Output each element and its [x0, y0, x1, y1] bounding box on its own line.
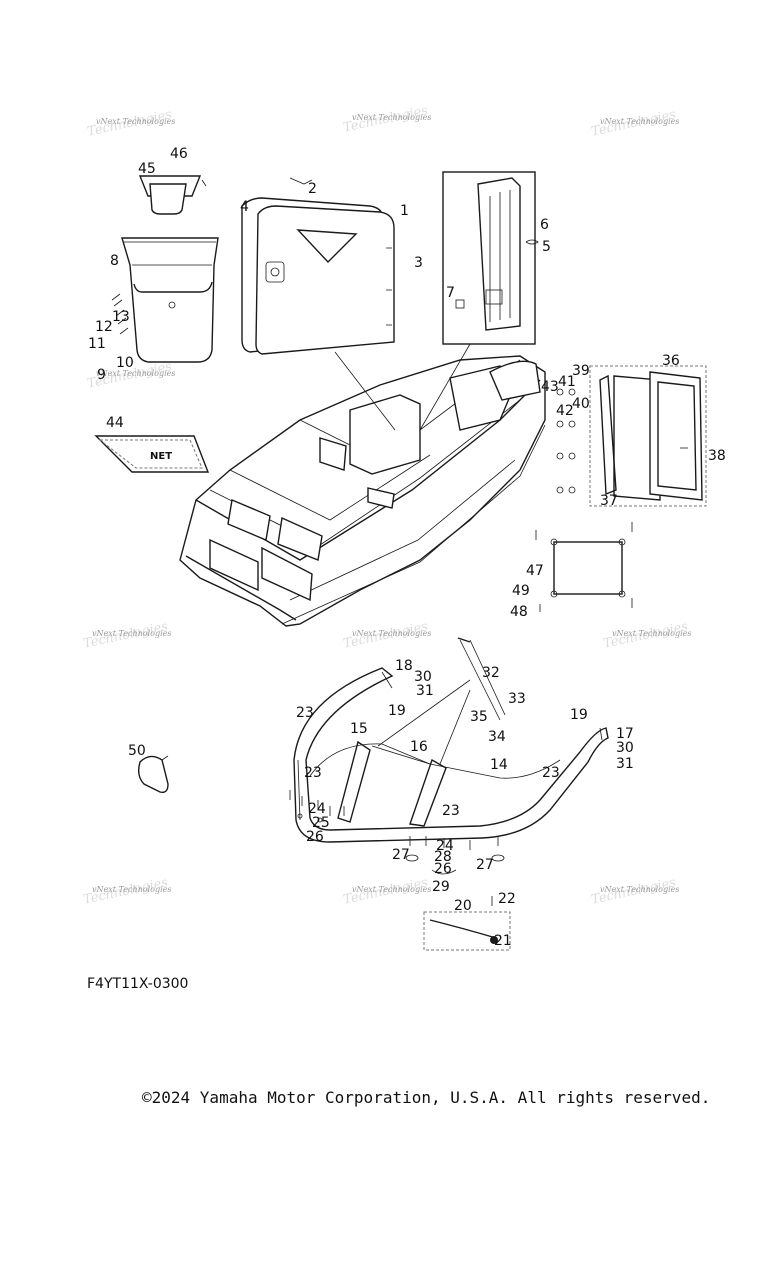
- panel-47: [535, 522, 633, 612]
- callout-46: 46: [170, 146, 188, 162]
- callout-1: 1: [400, 203, 409, 219]
- svg-text:vNext Technologies: vNext Technologies: [352, 629, 431, 638]
- callout-26: 26: [434, 861, 452, 877]
- callout-37: 37: [600, 493, 618, 509]
- callout-12: 12: [95, 319, 113, 335]
- callout-9: 9: [97, 367, 106, 383]
- callout-20: 20: [454, 898, 472, 914]
- callout-23: 23: [296, 705, 314, 721]
- svg-text:vNext Technologies: vNext Technologies: [92, 885, 171, 894]
- callout-31: 31: [416, 683, 434, 699]
- leader-line: [419, 343, 471, 431]
- callout-16: 16: [410, 739, 428, 755]
- callout-13: 13: [112, 309, 130, 325]
- callout-2: 2: [308, 181, 317, 197]
- callout-23: 23: [304, 765, 322, 781]
- callout-44: 44: [106, 415, 124, 431]
- windshield-frame: [293, 637, 609, 843]
- side-door-assembly: [556, 365, 707, 507]
- callout-23: 23: [542, 765, 560, 781]
- fastener-row: [556, 388, 576, 494]
- svg-text:vNext Technologies: vNext Technologies: [96, 117, 175, 126]
- detail-inset: [442, 171, 539, 345]
- trim-strip: [423, 896, 511, 951]
- callout-33: 33: [508, 691, 526, 707]
- callout-45: 45: [138, 161, 156, 177]
- callout-43: 43: [541, 379, 559, 395]
- cup-holder: [138, 175, 207, 215]
- callout-35: 35: [470, 709, 488, 725]
- callout-42: 42: [556, 403, 574, 419]
- net-panel: NET: [94, 435, 210, 473]
- callout-27: 27: [392, 847, 410, 863]
- callout-11: 11: [88, 336, 106, 352]
- callout-40: 40: [572, 396, 590, 412]
- storage-bin: [111, 237, 219, 363]
- callout-24: 24: [436, 838, 454, 854]
- callout-26: 26: [306, 829, 324, 845]
- callout-3: 3: [414, 255, 423, 271]
- callout-48: 48: [510, 604, 528, 620]
- callout-49: 49: [512, 583, 530, 599]
- callout-5: 5: [542, 239, 551, 255]
- callout-15: 15: [350, 721, 368, 737]
- door-panels: [241, 177, 395, 355]
- svg-text:vNext Technologies: vNext Technologies: [352, 113, 431, 122]
- net-label: NET: [150, 451, 172, 462]
- callout-17: 17: [616, 726, 634, 742]
- callout-39: 39: [572, 363, 590, 379]
- mirror: [137, 755, 169, 794]
- svg-text:vNext Technologies: vNext Technologies: [600, 885, 679, 894]
- callout-27: 27: [476, 857, 494, 873]
- callout-21: 21: [494, 933, 512, 949]
- diagram-code: F4YT11X-0300: [87, 976, 189, 992]
- callout-28: 28: [434, 849, 452, 865]
- callout-19: 19: [570, 707, 588, 723]
- callout-25: 25: [312, 815, 330, 831]
- callout-10: 10: [116, 355, 134, 371]
- svg-text:vNext Technologies: vNext Technologies: [600, 117, 679, 126]
- callout-19: 19: [388, 703, 406, 719]
- callout-34: 34: [488, 729, 506, 745]
- svg-text:vNext Technologies: vNext Technologies: [612, 629, 691, 638]
- callout-47: 47: [526, 563, 544, 579]
- callout-14: 14: [490, 757, 508, 773]
- callout-41: 41: [558, 374, 576, 390]
- callout-24: 24: [308, 801, 326, 817]
- callout-4: 4: [240, 199, 249, 215]
- leader-line: [334, 351, 396, 431]
- callout-30: 30: [414, 669, 432, 685]
- svg-text:vNext Technologies: vNext Technologies: [92, 629, 171, 638]
- boat-hull: [179, 355, 546, 627]
- callout-30: 30: [616, 740, 634, 756]
- callout-8: 8: [110, 253, 119, 269]
- callout-22: 22: [498, 891, 516, 907]
- callout-6: 6: [540, 217, 549, 233]
- callout-50: 50: [128, 743, 146, 759]
- svg-text:vNext Technologies: vNext Technologies: [352, 885, 431, 894]
- callout-18: 18: [395, 658, 413, 674]
- callout-23: 23: [442, 803, 460, 819]
- copyright-notice: ©2024 Yamaha Motor Corporation, U.S.A. A…: [142, 1088, 711, 1107]
- callout-32: 32: [482, 665, 500, 681]
- lower-hardware: [289, 790, 505, 875]
- callout-29: 29: [432, 879, 450, 895]
- callout-36: 36: [662, 353, 680, 369]
- callout-7: 7: [446, 285, 455, 301]
- svg-text:vNext Technologies: vNext Technologies: [96, 369, 175, 378]
- callout-38: 38: [708, 448, 726, 464]
- callout-31: 31: [616, 756, 634, 772]
